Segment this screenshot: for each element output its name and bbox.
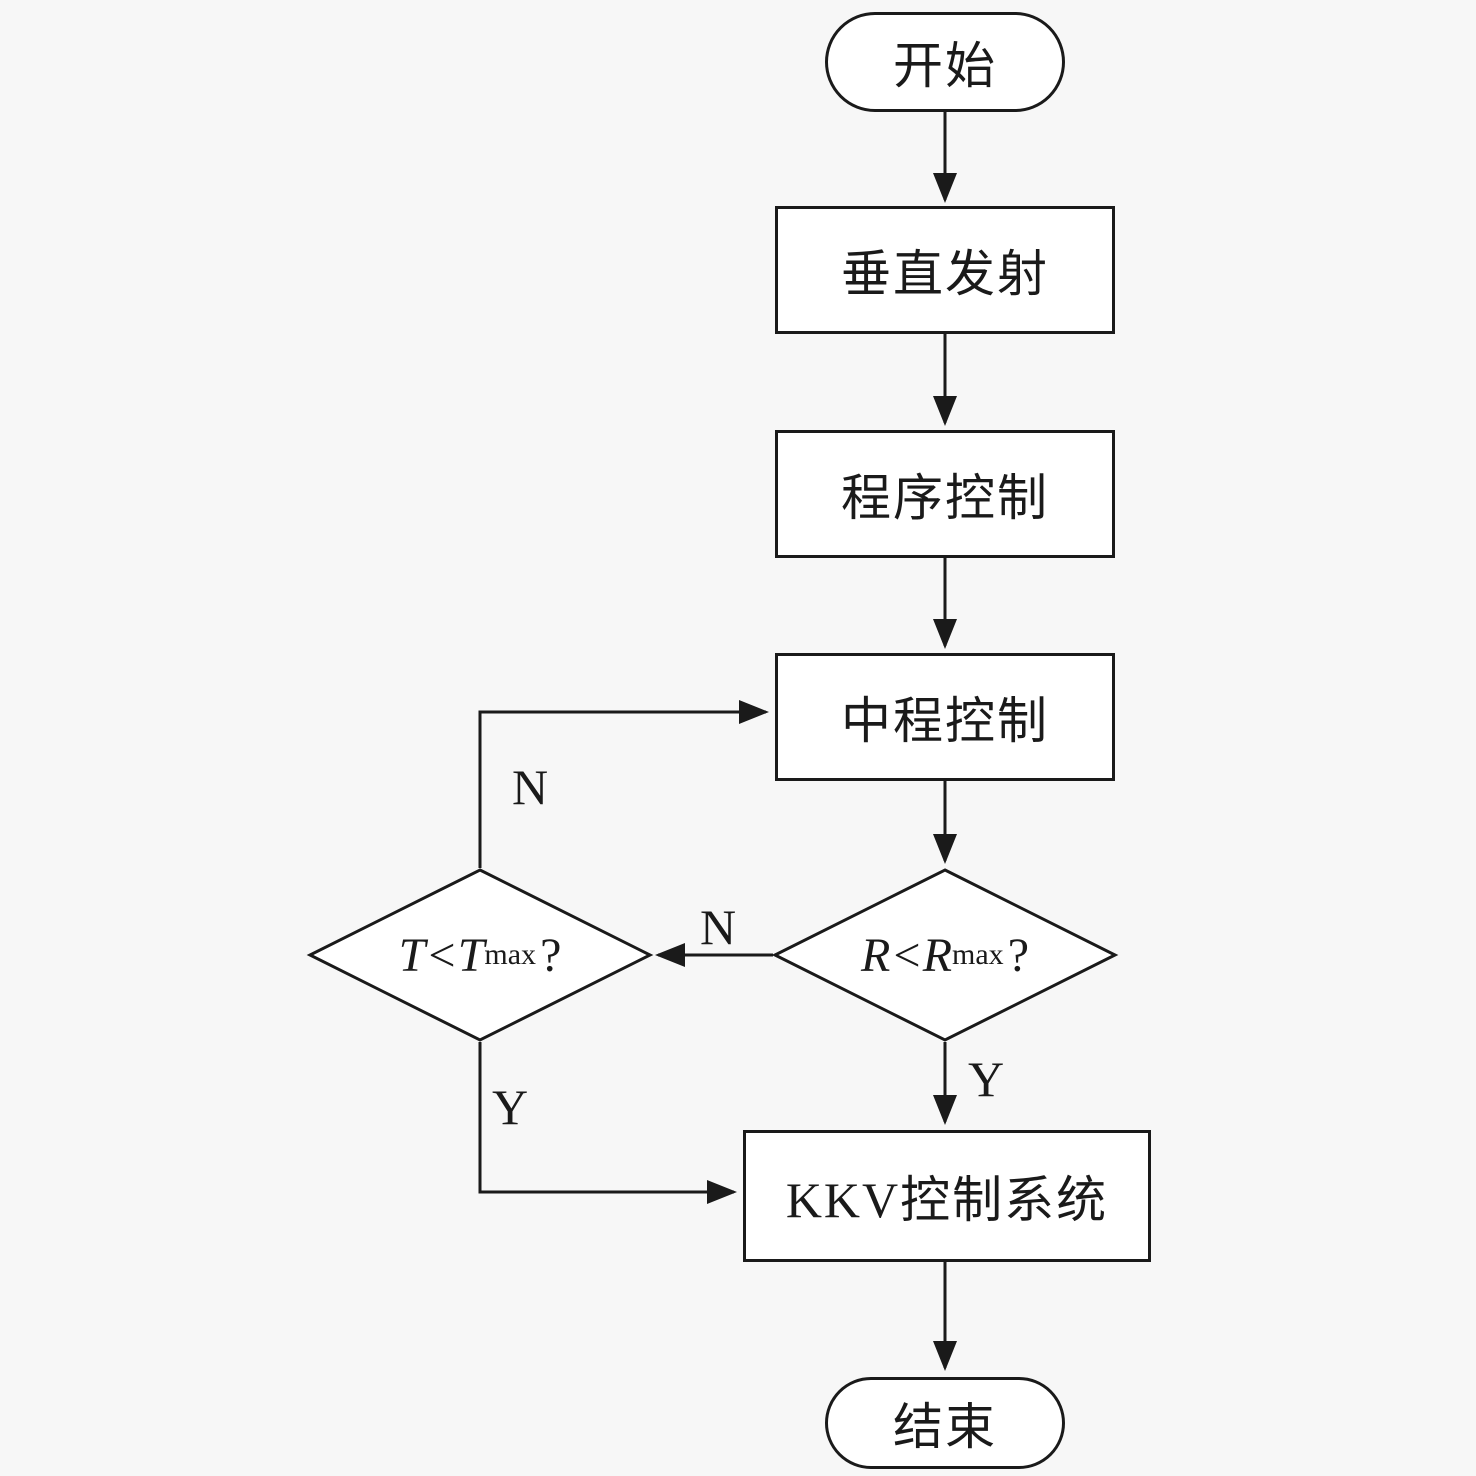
decision-t-subscript: max bbox=[484, 938, 537, 971]
start-node: 开始 bbox=[825, 12, 1065, 112]
decision-t-expression: T<T bbox=[398, 928, 485, 982]
decision-r-subscript: max bbox=[952, 938, 1004, 971]
edge-label-r-no: N bbox=[700, 899, 737, 955]
arrow-decision-t-to-kkv bbox=[478, 1042, 737, 1204]
kkv-control-node: KKV控制系统 bbox=[743, 1130, 1151, 1262]
end-label: 结束 bbox=[893, 1399, 997, 1455]
edge-label-t-no: N bbox=[512, 759, 549, 815]
kkv-control-label: KKV控制系统 bbox=[785, 1172, 1109, 1228]
midcourse-control-label: 中程控制 bbox=[841, 693, 1049, 749]
program-control-node: 程序控制 bbox=[775, 430, 1115, 558]
vertical-launch-node: 垂直发射 bbox=[775, 206, 1115, 334]
decision-r-question-mark: ? bbox=[1007, 928, 1029, 982]
edge-label-t-yes: Y bbox=[492, 1079, 529, 1135]
midcourse-control-node: 中程控制 bbox=[775, 653, 1115, 781]
decision-r-shape bbox=[771, 868, 1119, 1042]
edge-label-r-yes: Y bbox=[968, 1051, 1005, 1107]
end-node: 结束 bbox=[825, 1377, 1065, 1469]
arrow-decision-t-to-midcourse-control bbox=[478, 700, 769, 868]
decision-t-question-mark: ? bbox=[540, 928, 562, 982]
start-label: 开始 bbox=[893, 38, 997, 94]
decision-r-expression: R<R bbox=[861, 928, 953, 982]
decision-t-shape bbox=[306, 868, 654, 1042]
program-control-label: 程序控制 bbox=[841, 470, 1049, 526]
vertical-launch-label: 垂直发射 bbox=[841, 246, 1049, 302]
